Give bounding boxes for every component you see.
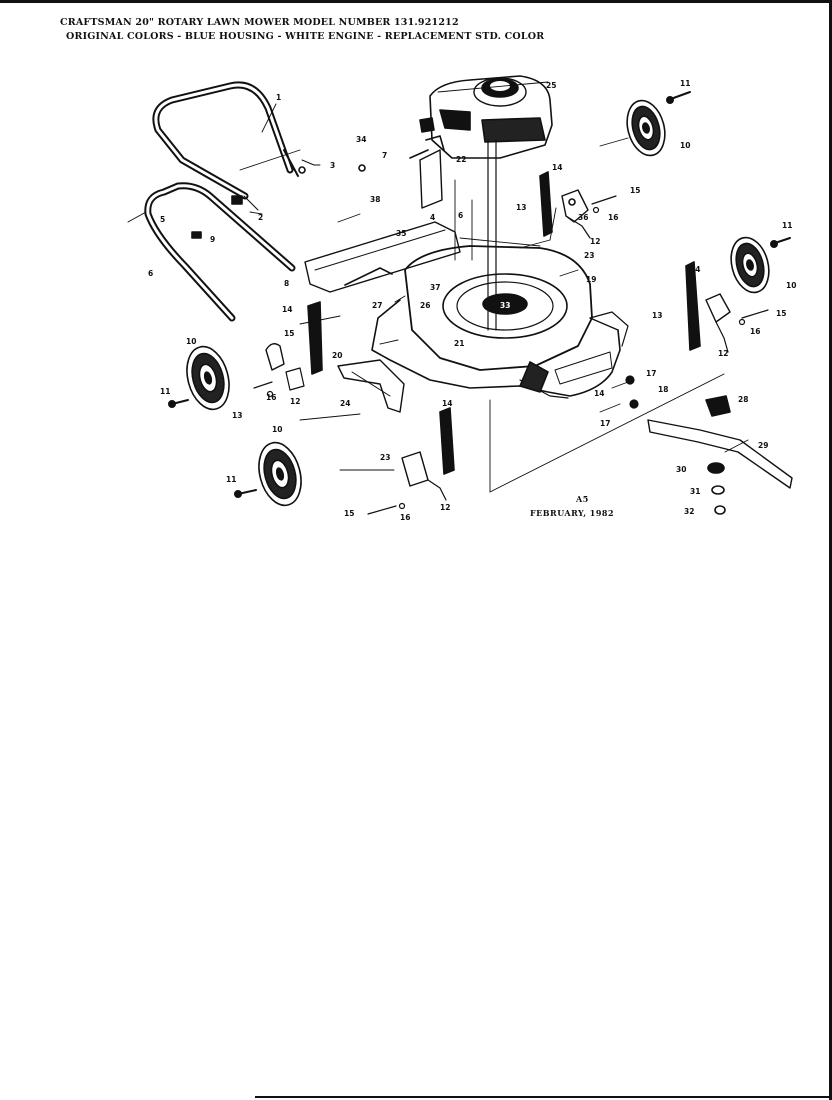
- rear-flap: [589, 311, 629, 347]
- part-label-10-rl: 10: [186, 337, 196, 346]
- part-label-24: 24: [340, 399, 350, 408]
- engine: [419, 75, 553, 331]
- part-label-13-fr: 13: [652, 311, 662, 320]
- part-label-23-top: 23: [584, 251, 594, 260]
- part-label-9: 9: [210, 235, 215, 244]
- part-label-16-rl: 16: [266, 393, 276, 402]
- part-label-12-fr: 12: [718, 349, 728, 358]
- part-label-15-fr: 15: [776, 309, 786, 318]
- part-label-17-lower: 17: [600, 419, 610, 428]
- part-label-26: 26: [420, 301, 430, 310]
- small-hardware: [253, 195, 769, 515]
- handle-fasteners: [191, 159, 315, 239]
- top-border: [0, 0, 832, 3]
- upper-handle: [152, 81, 306, 200]
- part-label-11-fr: 11: [782, 221, 792, 230]
- part-label-19: 19: [586, 275, 596, 284]
- part-label-5: 5: [160, 215, 165, 224]
- part-label-15-fl: 15: [344, 509, 354, 518]
- part-label-33: 33: [500, 301, 510, 310]
- part-label-17-upper: 17: [646, 369, 656, 378]
- leader-lines: [239, 81, 749, 493]
- bottom-border: [255, 1096, 832, 1098]
- part-label-2: 2: [258, 213, 263, 222]
- height-adjuster-rear-left: [265, 301, 323, 391]
- part-label-30: 30: [676, 465, 686, 474]
- part-label-32: 32: [684, 507, 694, 516]
- part-label-15-rr: 15: [630, 186, 640, 195]
- part-label-22: 22: [456, 155, 466, 164]
- part-label-14-rl: 14: [282, 305, 292, 314]
- part-label-12-rl: 12: [290, 397, 300, 406]
- part-label-20: 20: [332, 351, 342, 360]
- handle-bracket-bar: [304, 221, 461, 293]
- part-label-6: 6: [148, 269, 153, 278]
- part-label-14-rr: 14: [552, 163, 562, 172]
- part-label-15-rl: 15: [284, 329, 294, 338]
- part-label-34: 34: [356, 135, 366, 144]
- part-label-14-fr: 14: [690, 265, 700, 274]
- right-border: [829, 0, 832, 1100]
- part-label-27: 27: [372, 301, 382, 310]
- part-label-12-fl: 12: [440, 503, 450, 512]
- part-label-28: 28: [738, 395, 748, 404]
- part-label-23-bottom: 23: [380, 453, 390, 462]
- part-label-10-fr: 10: [786, 281, 796, 290]
- part-label-21: 21: [454, 339, 464, 348]
- lower-handle: [127, 182, 296, 322]
- part-label-36: 36: [578, 213, 588, 222]
- part-label-18: 18: [658, 385, 668, 394]
- wheel-rear-right: [626, 99, 666, 157]
- part-label-12-rr: 12: [590, 237, 600, 246]
- part-label-16-rr: 16: [608, 213, 618, 222]
- part-labels: 1 3 2 9 5 6 8 7 34 22 38 4 6 25 11 10 14…: [148, 79, 796, 522]
- height-adjuster-rear-right: [539, 171, 591, 239]
- revision-stamp: A5 FEBRUARY, 1982: [530, 494, 614, 518]
- part-label-16-fl: 16: [400, 513, 410, 522]
- part-label-10-rr: 10: [680, 141, 690, 150]
- part-label-11-fl: 11: [226, 475, 236, 484]
- wheel-front-right: [730, 236, 770, 294]
- wheel-bolts: [168, 91, 791, 498]
- height-adjuster-front-right: [685, 261, 731, 353]
- part-label-8: 8: [284, 279, 289, 288]
- part-label-14-mid: 14: [594, 389, 604, 398]
- height-adjuster-front-left: [401, 407, 455, 501]
- part-label-25: 25: [546, 81, 556, 90]
- mower-deck: [371, 245, 621, 399]
- throttle-bracket: [358, 135, 445, 209]
- part-label-13-rl: 13: [232, 411, 242, 420]
- part-label-3: 3: [330, 161, 335, 170]
- part-label-4: 4: [430, 213, 435, 222]
- diagram-header: CRAFTSMAN 20" ROTARY LAWN MOWER MODEL NU…: [60, 16, 800, 44]
- part-label-14-fl: 14: [442, 399, 452, 408]
- diagram-subtitle: ORIGINAL COLORS - BLUE HOUSING - WHITE E…: [66, 31, 545, 42]
- part-label-31: 31: [690, 487, 700, 496]
- wheel-front-left: [258, 441, 302, 507]
- rear-deflector: [337, 359, 405, 413]
- stamp-code: A5: [575, 494, 589, 504]
- stamp-date: FEBRUARY, 1982: [530, 508, 614, 518]
- diagram-title: CRAFTSMAN 20" ROTARY LAWN MOWER MODEL NU…: [60, 17, 459, 28]
- part-label-35: 35: [396, 229, 406, 238]
- part-label-38: 38: [370, 195, 380, 204]
- part-label-1: 1: [276, 93, 281, 102]
- wheel-rear-left: [186, 345, 230, 411]
- part-label-11-rr: 11: [680, 79, 690, 88]
- part-label-16-fr: 16: [750, 327, 760, 336]
- part-label-13-rr: 13: [516, 203, 526, 212]
- part-label-7: 7: [382, 151, 387, 160]
- part-label-37: 37: [430, 283, 440, 292]
- part-label-29: 29: [758, 441, 768, 450]
- part-label-6b: 6: [458, 211, 463, 220]
- blade-assembly: [647, 395, 793, 515]
- part-label-10-fl: 10: [272, 425, 282, 434]
- part-label-11-rl: 11: [160, 387, 170, 396]
